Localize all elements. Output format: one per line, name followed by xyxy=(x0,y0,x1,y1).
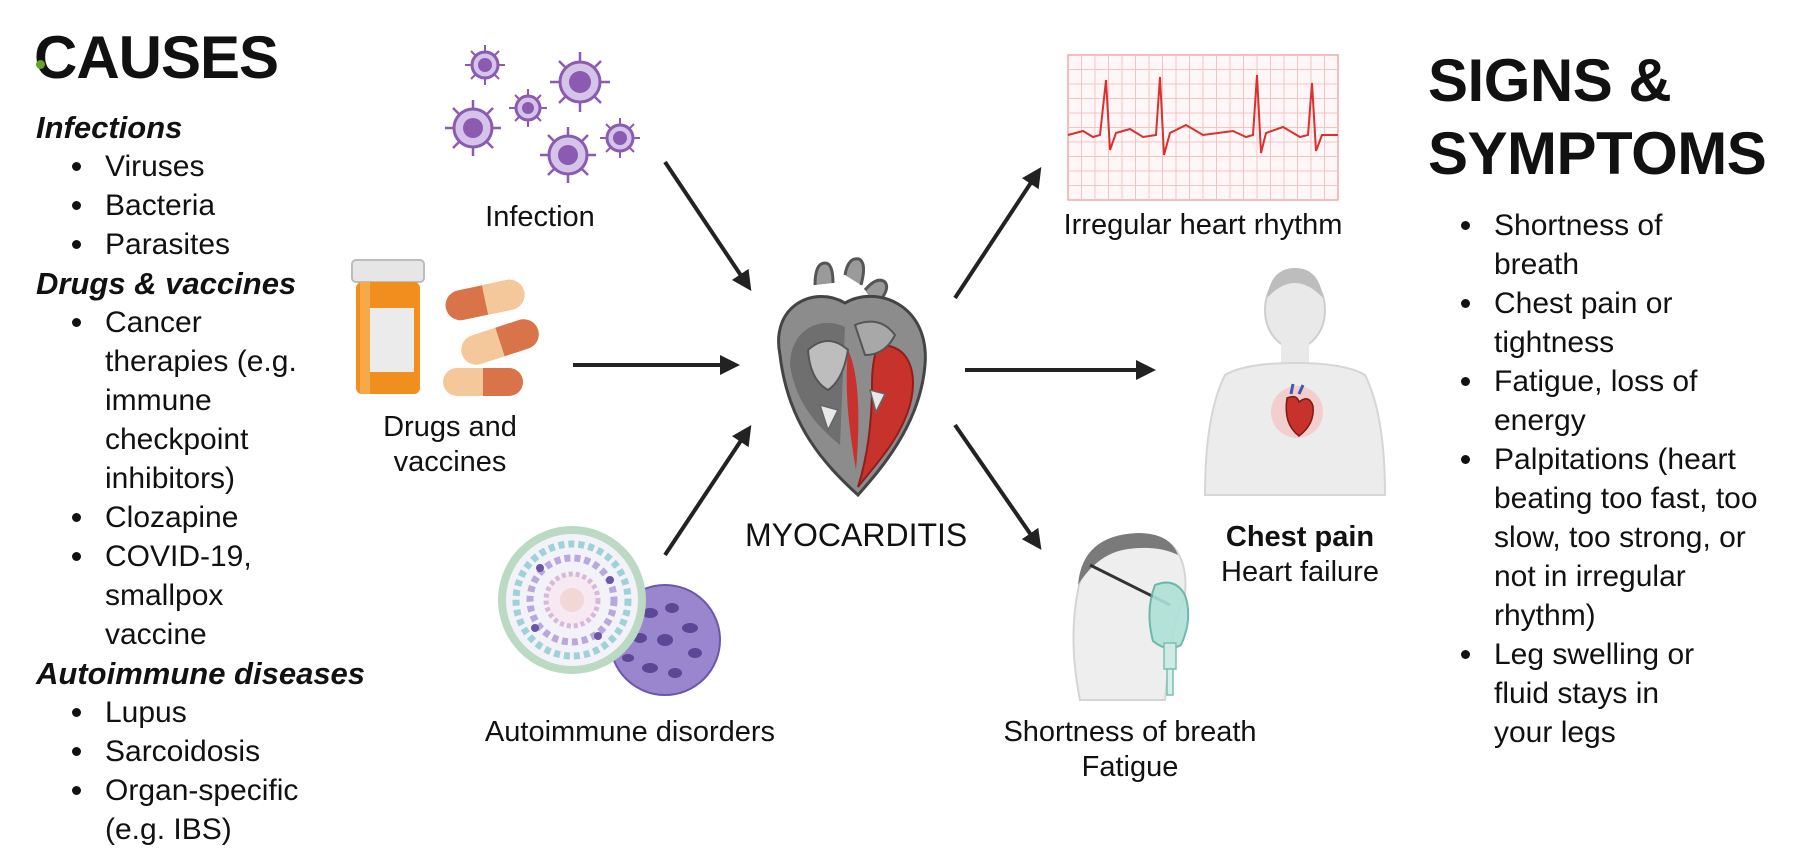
arrow-autoimmune-to-myocarditis xyxy=(663,425,752,557)
symptom-item: Shortness of breath xyxy=(1426,206,1694,284)
signs-title: SIGNS & SYMPTOMS xyxy=(1428,44,1767,190)
symptom-item: Leg swelling or fluid stays in your legs xyxy=(1426,635,1724,752)
torso-icon xyxy=(1203,268,1387,496)
fatigue-label: Fatigue xyxy=(1081,751,1179,783)
cell-cluster-icon xyxy=(498,526,721,696)
symptom-item: Palpitations (heart beating too fast, to… xyxy=(1426,440,1764,635)
infection-label: Infection xyxy=(485,201,595,233)
ecg-icon xyxy=(1067,54,1339,201)
heart-icon xyxy=(777,257,927,498)
causes-category-autoimmune: Autoimmune diseases xyxy=(36,656,366,691)
causes-category-drugs: Drugs & vaccines xyxy=(36,266,297,301)
causes-category-infections: Infections xyxy=(36,110,183,145)
arrow-myocarditis-to-breath xyxy=(953,423,1042,550)
drugs-label-line2: vaccines xyxy=(393,446,507,478)
causes-list: Infections Viruses Bacteria Parasites Dr… xyxy=(36,108,366,849)
cause-item: Sarcoidosis xyxy=(36,732,366,771)
symptom-item: Fatigue, loss of energy xyxy=(1426,362,1739,440)
arrow-myocarditis-to-rhythm xyxy=(953,166,1042,300)
myocarditis-label: MYOCARDITIS xyxy=(745,517,968,553)
cause-item: Parasites xyxy=(36,225,366,264)
rhythm-label: Irregular heart rhythm xyxy=(1063,209,1343,241)
cause-item: COVID-19, smallpox vaccine xyxy=(36,537,305,654)
breath-label: Shortness of breath xyxy=(1003,716,1257,748)
capsule-icon xyxy=(443,279,539,396)
autoimmune-label: Autoimmune disorders xyxy=(484,716,776,748)
oxygen-mask-icon xyxy=(1072,533,1190,701)
bullet-dot-decoration xyxy=(36,60,45,69)
cause-item: Cancer therapies (e.g. immune checkpoint… xyxy=(36,303,323,498)
heart-failure-label: Heart failure xyxy=(1221,556,1379,588)
signs-title-line2: SYMPTOMS xyxy=(1428,120,1767,187)
virus-icon xyxy=(445,45,640,183)
cause-item: Viruses xyxy=(36,147,366,186)
pill-bottle-icon xyxy=(351,259,539,396)
drugs-label-line1: Drugs and xyxy=(383,411,517,443)
cause-item: Organ-specific (e.g. IBS) xyxy=(36,771,325,849)
signs-list: Shortness of breath Chest pain or tightn… xyxy=(1426,206,1806,752)
cause-item: Clozapine xyxy=(36,498,366,537)
cause-item: Bacteria xyxy=(36,186,366,225)
arrow-infection-to-myocarditis xyxy=(663,160,752,291)
small-heart-icon xyxy=(1271,383,1323,438)
chest-pain-label: Chest pain xyxy=(1225,521,1375,553)
causes-title: CAUSES xyxy=(34,24,279,91)
cause-item: Lupus xyxy=(36,693,366,732)
signs-title-line1: SIGNS & xyxy=(1428,47,1672,114)
symptom-item: Chest pain or tightness xyxy=(1426,284,1704,362)
